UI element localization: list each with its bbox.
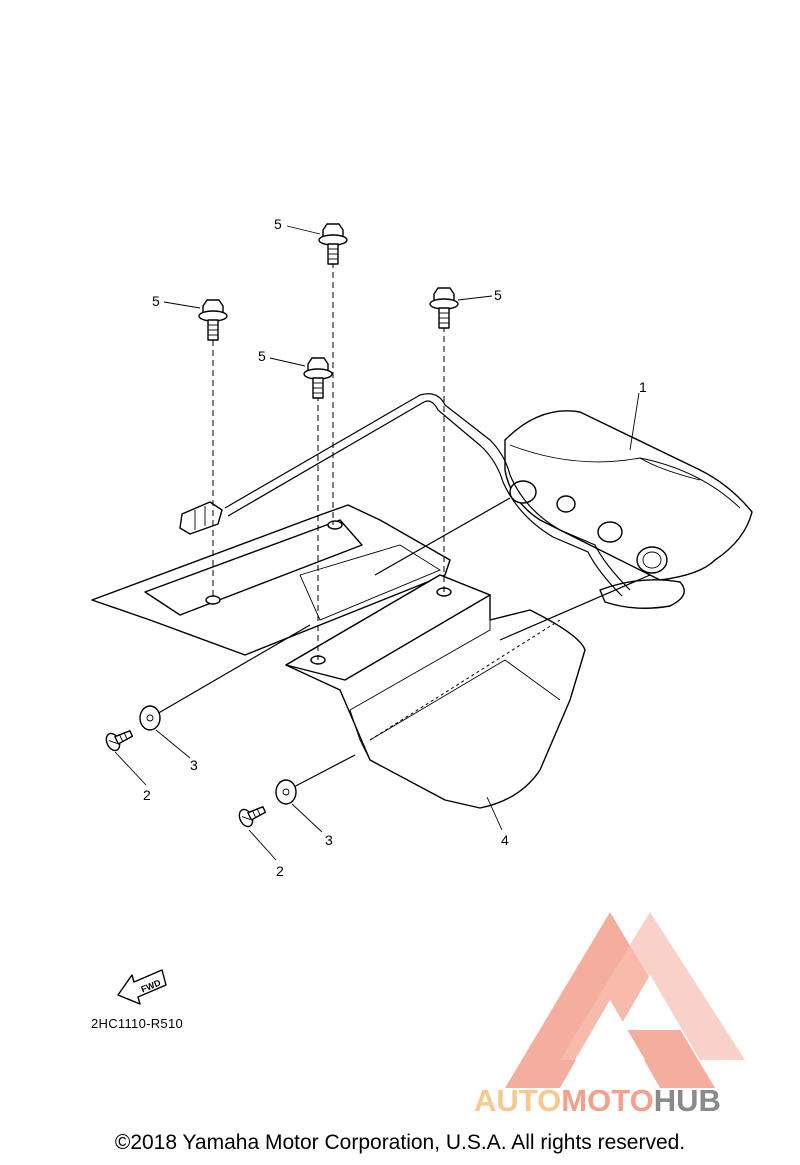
callout-4: 4 [501, 832, 509, 848]
part-4-rear-flap [285, 574, 586, 809]
part-1-tail-cowl [179, 393, 753, 609]
callout-1: 1 [639, 379, 647, 395]
bolt-5-right [429, 287, 459, 329]
callout-5-middle: 5 [258, 348, 266, 364]
bolt-5-top [318, 223, 348, 265]
callout-5-top: 5 [274, 216, 282, 232]
mounting-bracket [91, 504, 451, 656]
watermark-hub: HUB [653, 1083, 721, 1118]
callout-5-left: 5 [152, 293, 160, 309]
callout-3-right: 3 [325, 832, 333, 848]
watermark-moto: MOTO [561, 1083, 654, 1118]
fwd-arrow-icon: FWD [117, 969, 167, 1005]
watermark-text: AUTOMOTOHUB [474, 1083, 721, 1119]
alignment-lines [149, 262, 651, 791]
watermark-auto: AUTO [474, 1083, 562, 1118]
copyright-footer: ©2018 Yamaha Motor Corporation, U.S.A. A… [114, 1131, 686, 1154]
washer-3-left [139, 705, 161, 731]
bolt-5-middle [303, 357, 333, 399]
callout-5-right: 5 [494, 287, 502, 303]
callout-2-left: 2 [143, 787, 151, 803]
screw-2-left [105, 730, 134, 752]
callout-2-right: 2 [276, 863, 284, 879]
watermark-logo [505, 912, 745, 1088]
screw-2-right [238, 806, 267, 828]
washer-3-right [275, 779, 297, 805]
leader-lines [114, 225, 640, 861]
diagram-code: 2HC1110-R510 [91, 1016, 184, 1031]
bolt-5-left [198, 299, 228, 341]
callout-3-left: 3 [190, 757, 198, 773]
